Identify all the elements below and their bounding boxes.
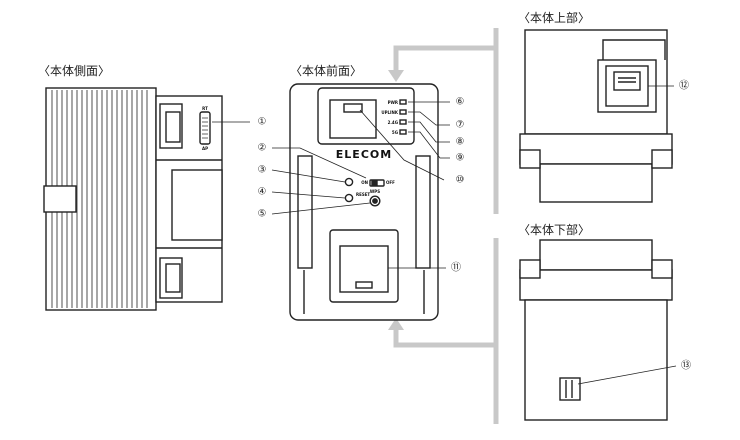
mode-switch-slider[interactable]: [199, 111, 211, 145]
led-uplink: [399, 109, 407, 115]
side-mid-panel: [171, 169, 223, 241]
bottom-view-bracket: [393, 238, 499, 424]
leader-7: [408, 111, 450, 126]
led-24g-label: 2.4G: [388, 120, 398, 125]
brand-logo: ELECOM: [336, 148, 392, 161]
top-bottom-body: [539, 163, 653, 203]
lan-port[interactable]: [339, 245, 389, 293]
callout-9: ⑨: [456, 153, 465, 164]
callout-5: ⑤: [258, 209, 267, 220]
bottom-connector: [559, 377, 581, 401]
callout-1: ①: [258, 117, 267, 128]
front-leaders: [271, 101, 450, 269]
callout-7: ⑦: [456, 120, 465, 131]
mode-label-rt: RT: [202, 106, 208, 111]
reset-button[interactable]: [344, 193, 354, 203]
callout-10: ⑩: [456, 175, 465, 186]
front-view-title: 〈本体前面〉: [290, 63, 362, 78]
top-lower-body: [519, 133, 673, 165]
connector-brackets: [393, 28, 499, 424]
leader-9: [408, 131, 450, 159]
leader-5: [271, 202, 371, 215]
top-view-title: 〈本体上部〉: [518, 10, 590, 25]
leader-3: [271, 169, 346, 183]
switch-on-label: ON: [361, 180, 368, 185]
callout-8: ⑧: [456, 137, 465, 148]
front-right-rail: [415, 155, 431, 269]
led-uplink-label: UPLINK: [381, 110, 399, 115]
side-lower-slot: [165, 263, 181, 293]
callout-2: ②: [258, 143, 267, 154]
callout-6: ⑥: [456, 97, 465, 108]
callout-13: ⑬: [681, 360, 691, 372]
arrow-down-icon: [388, 70, 404, 82]
callout-11: ⑪: [451, 262, 461, 274]
bottom-view-title: 〈本体下部〉: [518, 222, 590, 237]
lan-port-tab: [355, 281, 373, 289]
mode-label-ap: AP: [202, 146, 208, 151]
front-view: [289, 83, 439, 321]
leader-4: [271, 191, 346, 199]
side-view: [43, 87, 223, 311]
bottom-mid-body: [519, 269, 673, 301]
leader-13: [577, 365, 677, 385]
led-pwr: [399, 99, 407, 105]
front-left-rail: [297, 155, 313, 269]
led-5g-label: 5G: [392, 130, 398, 135]
top-jack-opening: [613, 71, 641, 91]
bottom-right-tab: [651, 259, 673, 279]
bottom-left-tab: [519, 259, 541, 279]
reset-label: RESET: [356, 192, 370, 197]
top-left-tab: [519, 149, 541, 169]
side-upper-slot: [165, 111, 181, 143]
leader-10: [359, 109, 445, 181]
phone-port-tab: [343, 103, 363, 113]
power-switch-knob: [371, 180, 378, 186]
wps-button-dot: [372, 198, 378, 204]
led-pwr-label: PWR: [388, 100, 398, 105]
leader-8: [408, 121, 450, 143]
top-view-bracket: [393, 28, 499, 214]
side-clip: [43, 185, 77, 213]
callout-4: ④: [258, 187, 267, 198]
callouts: ① ② ③ ④ ⑤ ⑥ ⑦ ⑧ ⑨ ⑩ ⑪ ⑫ ⑬: [258, 80, 691, 372]
wps-label: WPS: [370, 189, 380, 194]
leader-2: [272, 147, 367, 179]
bottom-view: [519, 239, 673, 421]
led-5g: [399, 129, 407, 135]
arrow-up-icon: [388, 318, 404, 330]
callout-12: ⑫: [679, 80, 689, 92]
side-view-title: 〈本体側面〉: [38, 64, 110, 78]
callout-3: ③: [258, 165, 267, 176]
top-port-handle: [602, 39, 666, 60]
top-view: [519, 29, 673, 203]
switch-off-label: OFF: [386, 180, 395, 185]
bottom-top-body: [539, 239, 653, 271]
mode-switch-grip: [202, 117, 208, 139]
led-24g: [399, 119, 407, 125]
top-right-tab: [651, 149, 673, 169]
bottom-body: [524, 299, 668, 421]
led-indicator: [344, 177, 354, 187]
